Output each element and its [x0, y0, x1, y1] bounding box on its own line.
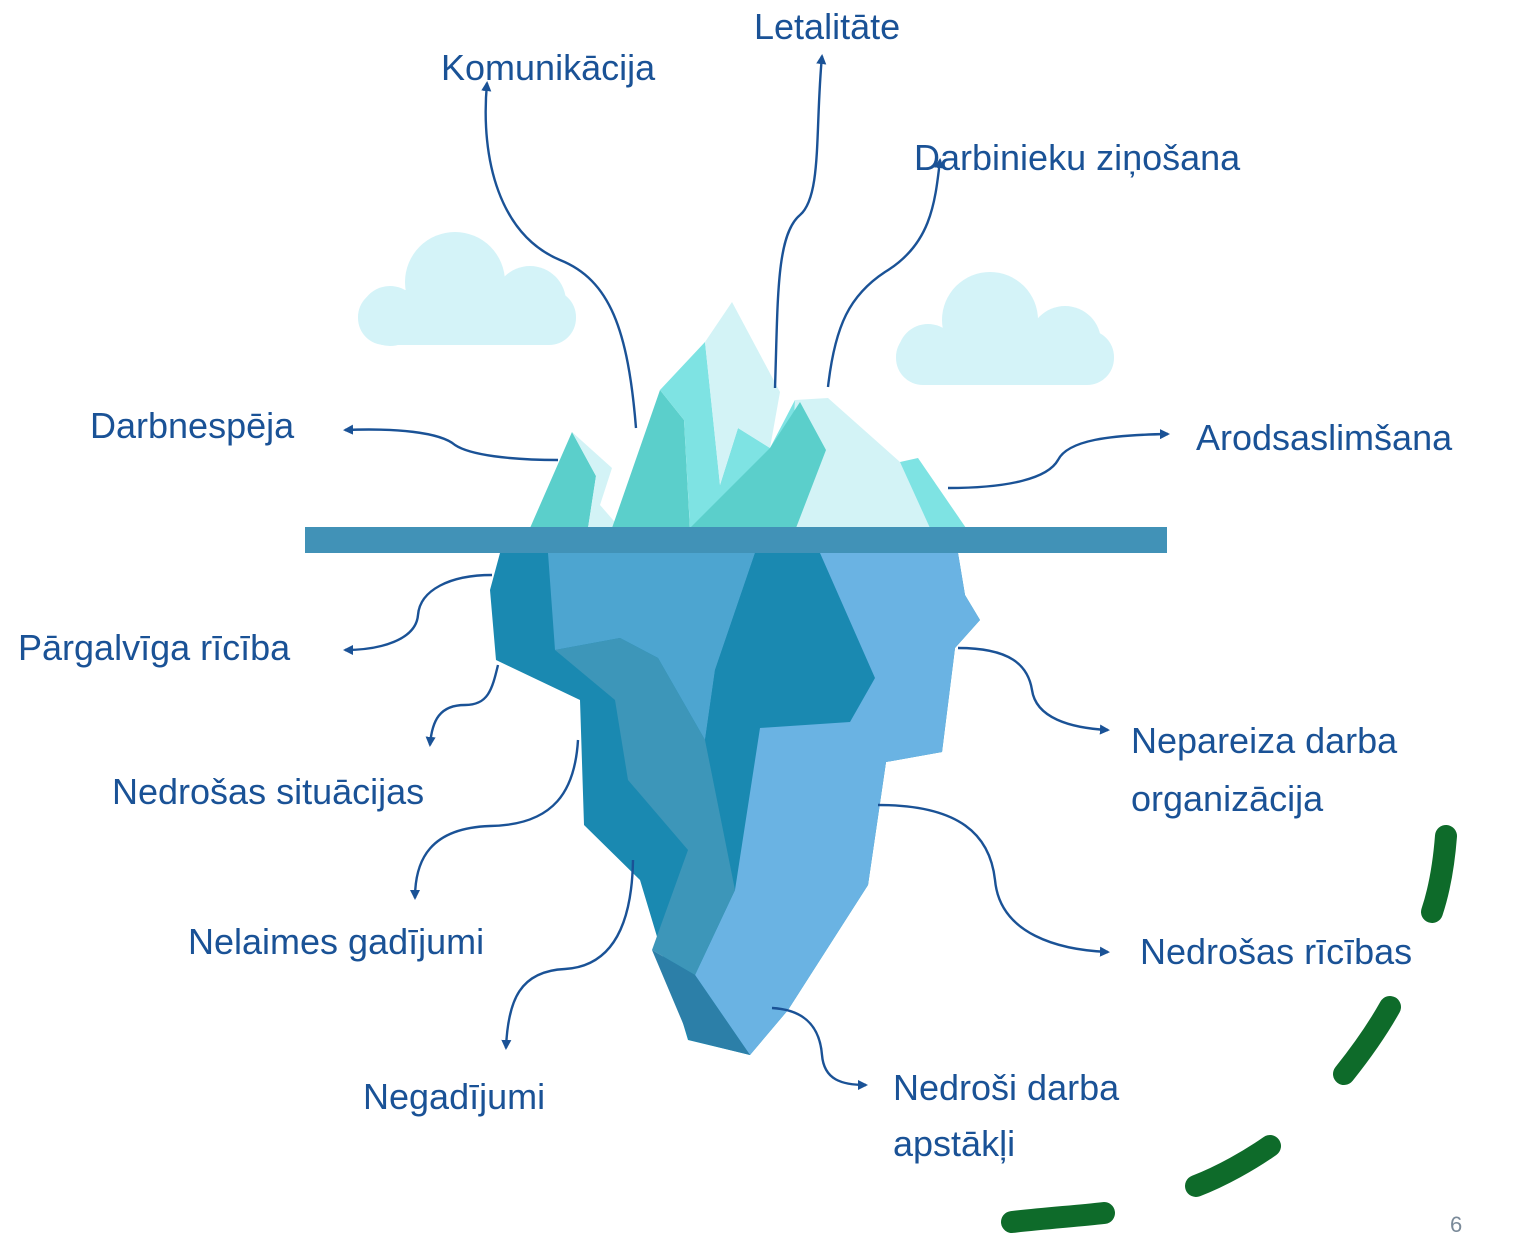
label-nedrosas-ricibas: Nedrošas rīcības	[1140, 931, 1412, 973]
arrow-pargalviga-riciba	[345, 575, 492, 650]
arrow-nedrosi-apstakli	[772, 1008, 866, 1085]
label-nedrosi-line2: apstākļi	[893, 1116, 1119, 1172]
label-darbinieku-zinosana: Darbinieku ziņošana	[914, 137, 1240, 179]
label-pargalviga-riciba: Pārgalvīga rīcība	[18, 627, 290, 669]
arrow-nelaimes-gadijumi	[415, 740, 578, 898]
arrow-nepareiza	[958, 648, 1108, 730]
cloud-right-icon	[896, 272, 1114, 385]
label-nedrosi-line1: Nedroši darba	[893, 1060, 1119, 1116]
page-number: 6	[1450, 1212, 1462, 1238]
label-nepareiza-line1: Nepareiza darba	[1131, 712, 1397, 770]
arrow-komunikacija	[486, 83, 636, 428]
label-negadijumi: Negadījumi	[363, 1076, 545, 1118]
arrow-nedrosas-ricibas	[878, 805, 1108, 952]
cloud-left-icon	[358, 232, 576, 346]
label-arodsaslimsana: Arodsaslimšana	[1196, 417, 1452, 459]
arrow-darbnespeja	[345, 430, 558, 460]
arrow-letalitate	[775, 56, 822, 388]
iceberg-tip	[530, 302, 966, 530]
water-line	[305, 527, 1167, 553]
arrow-arodsaslimsana	[948, 434, 1168, 488]
label-komunikacija: Komunikācija	[441, 47, 655, 89]
label-letalitate: Letalitāte	[754, 6, 900, 48]
label-nepareiza-darba-organizacija: Nepareiza darba organizācija	[1131, 712, 1397, 828]
label-nelaimes-gadijumi: Nelaimes gadījumi	[188, 921, 484, 963]
iceberg-underwater	[490, 553, 980, 1055]
label-nedrosi-darba-apstakli: Nedroši darba apstākļi	[893, 1060, 1119, 1172]
label-nepareiza-line2: organizācija	[1131, 770, 1397, 828]
arrow-nedrosas-situacijas	[430, 665, 498, 745]
label-nedrosas-situacijas: Nedrošas situācijas	[112, 771, 424, 813]
arrow-negadijumi	[506, 860, 633, 1048]
label-darbnespeja: Darbnespēja	[90, 405, 294, 447]
